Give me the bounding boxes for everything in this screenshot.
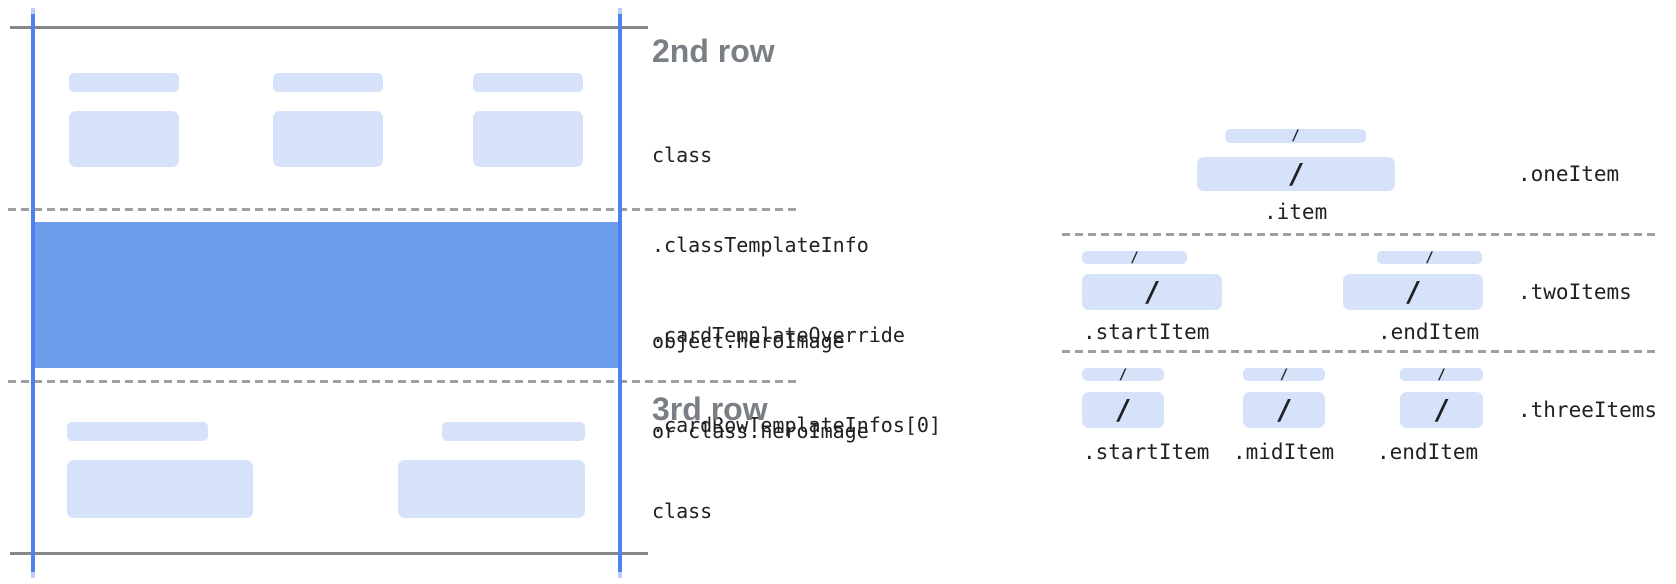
three-items-mid-value-bar: / — [1243, 392, 1325, 428]
second-row-class-path: class .classTemplateInfo .cardTemplateOv… — [652, 80, 941, 500]
three-items-start-value-bar: / — [1082, 392, 1164, 428]
two-items-start-label: .startItem — [1083, 320, 1210, 344]
two-items-start-label-bar: / — [1082, 249, 1187, 266]
two-items-end-label: .endItem — [1378, 320, 1480, 344]
code-line: object.heroImage — [652, 329, 845, 353]
second-row-title: 2nd row — [652, 33, 775, 69]
row3-end-value-bar — [398, 460, 585, 518]
two-items-group-label: .twoItems — [1518, 280, 1632, 304]
text-placeholder-slash: / — [1275, 393, 1293, 426]
hero-row3-separator — [8, 380, 800, 383]
row2-col1-label-bar — [69, 73, 179, 92]
card-bottom-border-line — [10, 552, 648, 555]
card-top-border-line — [10, 26, 648, 29]
three-items-mid-label: .midItem — [1233, 440, 1335, 464]
legend-separator-2 — [1062, 350, 1656, 353]
text-placeholder-slash: / — [1437, 366, 1446, 383]
row2-col1-value-bar — [69, 111, 179, 167]
three-items-start-label: .startItem — [1083, 440, 1210, 464]
three-items-end-value-bar: / — [1400, 392, 1483, 428]
one-item-label-bar: / — [1225, 129, 1366, 143]
text-placeholder-slash: / — [1287, 157, 1305, 190]
text-placeholder-slash: / — [1404, 275, 1422, 308]
row2-hero-separator — [8, 208, 800, 211]
hero-image-band — [35, 222, 618, 368]
row2-col2-value-bar — [273, 111, 383, 167]
two-items-start-value-bar: / — [1082, 274, 1222, 310]
text-placeholder-slash: / — [1433, 393, 1450, 426]
row3-end-label-bar — [442, 422, 585, 441]
two-items-end-value-bar: / — [1343, 274, 1483, 310]
text-placeholder-slash: / — [1425, 249, 1434, 266]
text-placeholder-slash: / — [1143, 275, 1161, 308]
row2-col3-label-bar — [473, 73, 583, 92]
one-item-group-label: .oneItem — [1518, 162, 1620, 186]
three-items-start-label-bar: / — [1082, 366, 1164, 383]
text-placeholder-slash: / — [1279, 366, 1289, 383]
one-item-item-label: .item — [1264, 200, 1328, 224]
row2-col3-value-bar — [473, 111, 583, 167]
code-line: .cardTemplateOverride — [652, 323, 905, 347]
card-left-guide-line — [31, 8, 35, 578]
three-items-group-label: .threeItems — [1518, 398, 1658, 422]
text-placeholder-slash: / — [1291, 128, 1300, 144]
code-line: class — [652, 143, 713, 167]
third-row-class-path: class .classTemplateInfo .cardTemplateOv… — [652, 436, 941, 584]
text-placeholder-slash: / — [1114, 393, 1132, 426]
row3-start-value-bar — [67, 460, 253, 518]
three-items-end-label-bar: / — [1400, 366, 1483, 383]
two-items-end-label-bar: / — [1377, 249, 1482, 266]
legend-separator-1 — [1062, 233, 1656, 236]
code-line: or class.heroImage — [652, 419, 869, 443]
text-placeholder-slash: / — [1118, 366, 1128, 383]
hero-image-path: object.heroImage or class.heroImage — [652, 266, 869, 506]
three-items-mid-label-bar: / — [1243, 366, 1325, 383]
code-line: .cardRowTemplateInfos[0] — [652, 413, 941, 437]
third-row-title: 3rd row — [652, 391, 768, 427]
card-right-guide-line — [618, 8, 622, 578]
code-line: .classTemplateInfo — [652, 233, 869, 257]
row3-start-label-bar — [67, 422, 208, 441]
row2-col2-label-bar — [273, 73, 383, 92]
code-line: class — [652, 499, 713, 523]
one-item-value-bar: / — [1197, 157, 1395, 191]
text-placeholder-slash: / — [1130, 249, 1139, 266]
three-items-end-label: .endItem — [1377, 440, 1479, 464]
